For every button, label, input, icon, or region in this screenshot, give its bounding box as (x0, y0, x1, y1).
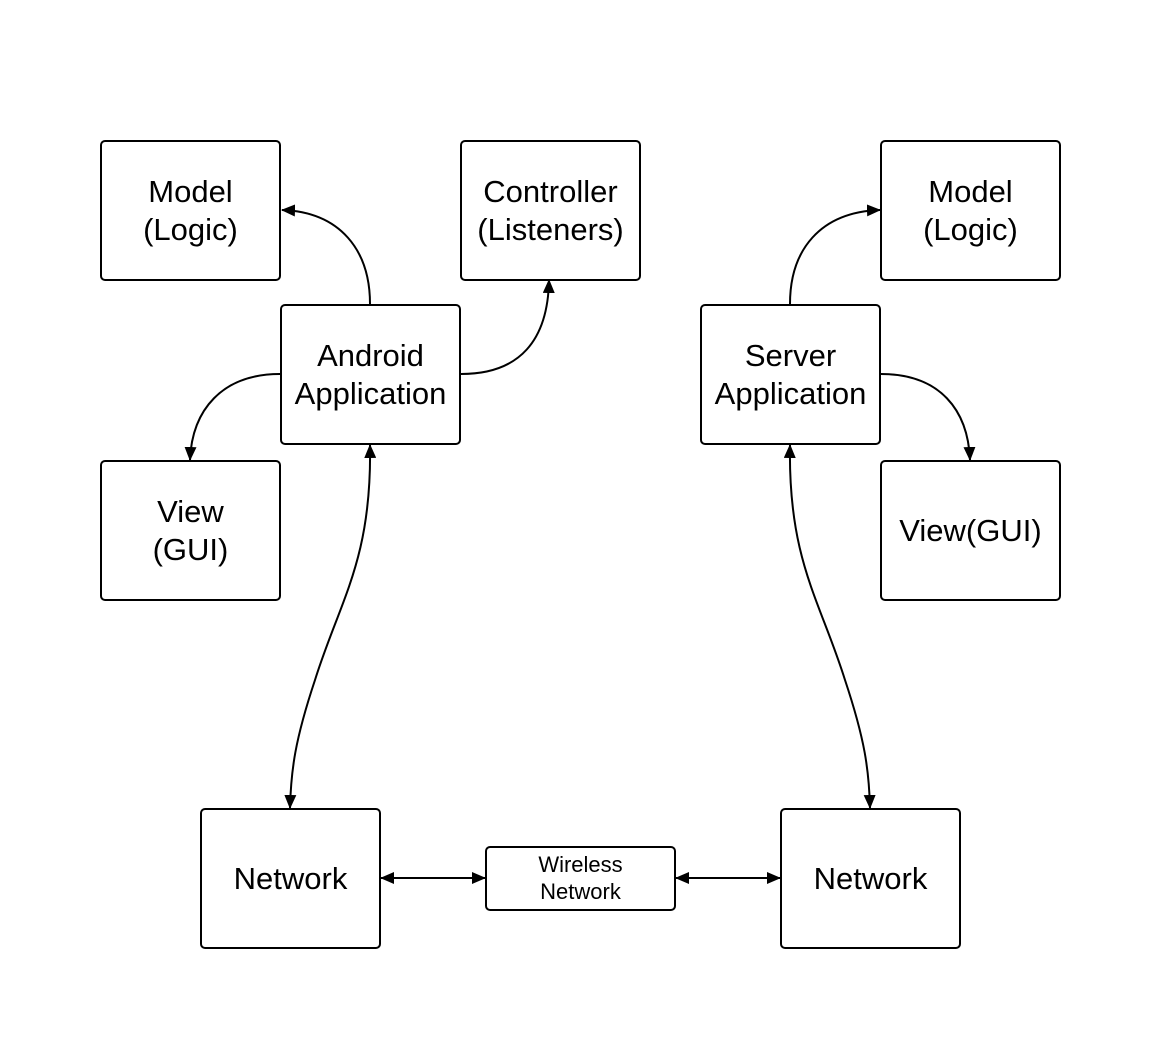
model-logic-label-right: Model (Logic) (923, 174, 1018, 247)
edge-android-network (284, 444, 377, 809)
controller-listeners-label: Controller (Listeners) (477, 174, 624, 247)
server-application-label: Server Application (714, 338, 867, 411)
edge-server-to-model (789, 204, 881, 305)
model-logic-box-right: Model (Logic) (880, 140, 1061, 281)
model-logic-label-left: Model (Logic) (143, 174, 238, 247)
view-gui-label-left: View (GUI) (152, 494, 229, 567)
network-box-left: Network (200, 808, 381, 949)
wireless-network-label: Wireless Network (538, 852, 623, 904)
server-application-box: Server Application (700, 304, 881, 445)
android-application-box: Android Application (280, 304, 461, 445)
controller-listeners-box: Controller (Listeners) (460, 140, 641, 281)
edge-android-to-model (281, 204, 371, 305)
edge-server-to-view (880, 373, 976, 461)
view-gui-box-left: View (GUI) (100, 460, 281, 601)
view-gui-label-right: View(GUI) (899, 512, 1042, 548)
wireless-network-box: Wireless Network (485, 846, 676, 911)
edge-android-to-view (184, 373, 281, 461)
edge-server-network (783, 444, 876, 809)
view-gui-box-right: View(GUI) (880, 460, 1061, 601)
network-box-right: Network (780, 808, 961, 949)
edge-android-to-controller (460, 279, 555, 375)
android-application-label: Android Application (294, 338, 447, 411)
model-logic-box-left: Model (Logic) (100, 140, 281, 281)
network-label-left: Network (233, 860, 348, 896)
network-label-right: Network (813, 860, 928, 896)
